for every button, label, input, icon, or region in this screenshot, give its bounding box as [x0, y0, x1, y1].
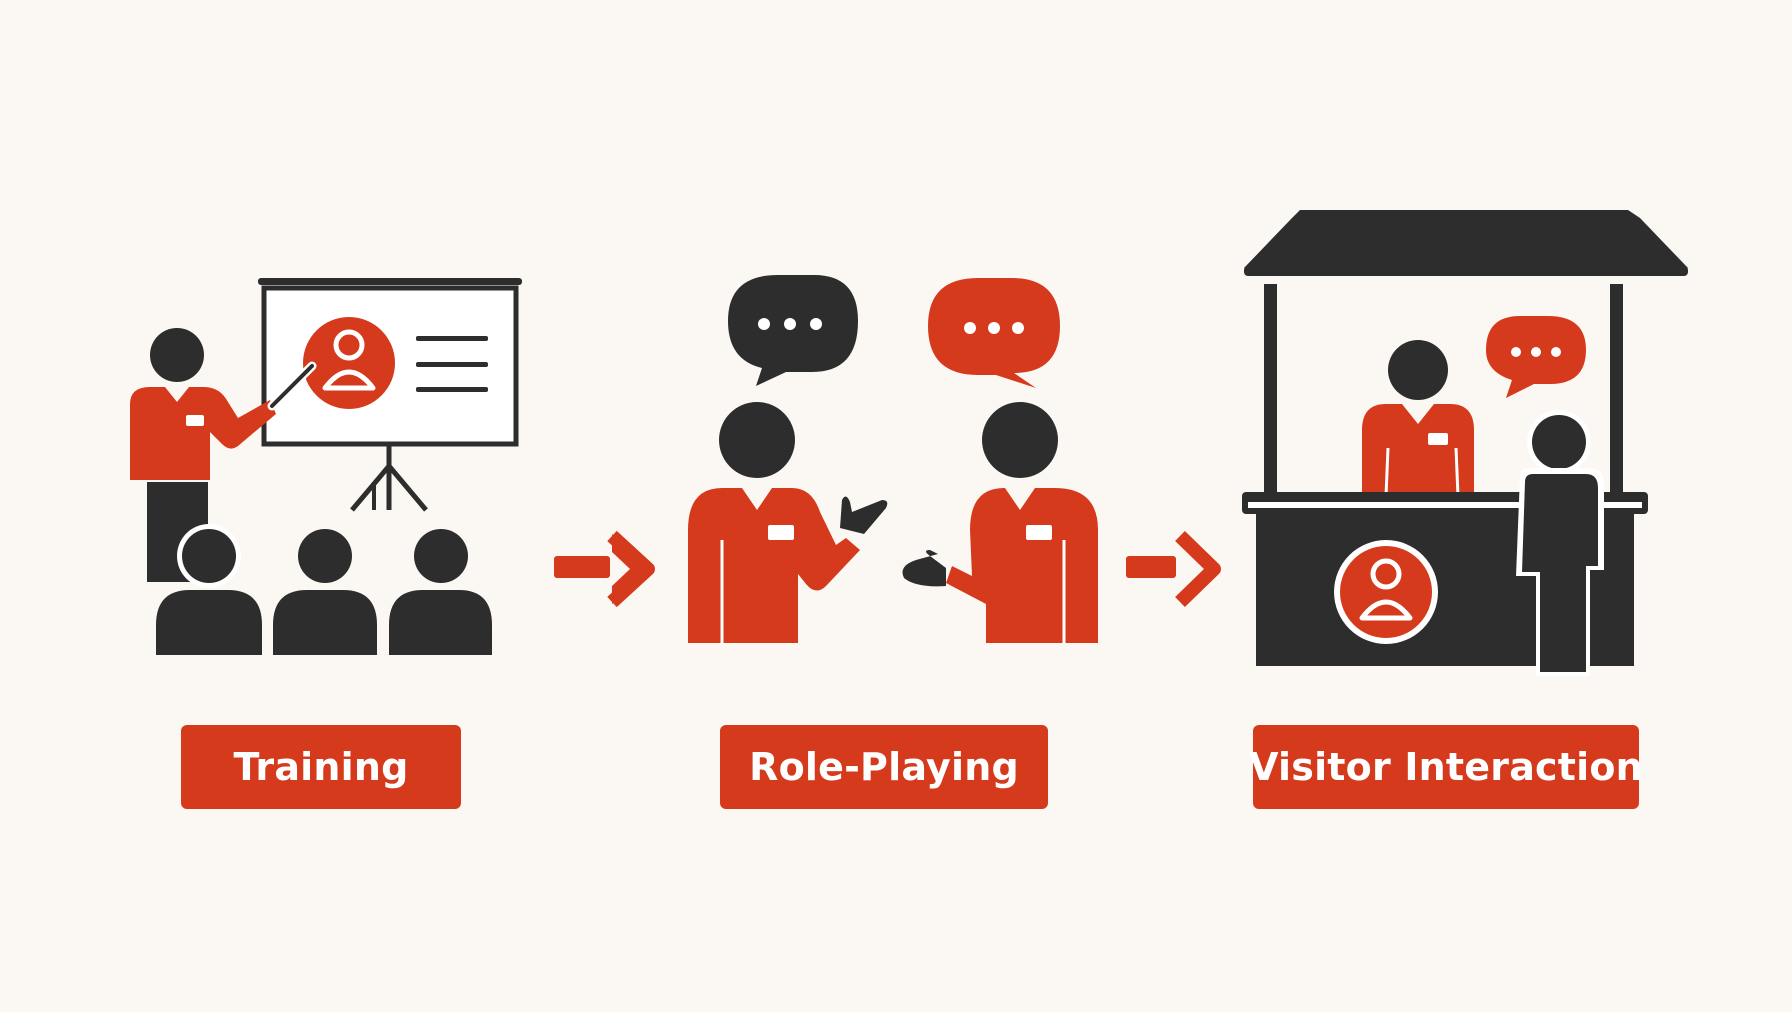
step-label-text: Visitor Interaction	[1249, 745, 1643, 789]
speech-bubble-icon	[728, 275, 858, 386]
step-label-text: Training	[233, 745, 409, 789]
speech-bubble-icon	[928, 278, 1060, 388]
visitor-figure	[1516, 410, 1604, 676]
audience-icon	[156, 524, 492, 655]
step-label-text: Role-Playing	[749, 745, 1019, 789]
trainer-presentation-icon	[130, 278, 522, 655]
person-figure	[902, 402, 1098, 643]
arrow-right-icon	[1126, 530, 1221, 608]
step-label-training: Training	[181, 725, 461, 809]
speech-bubble-icon	[1486, 316, 1586, 398]
role-play-conversation-icon	[688, 275, 1098, 643]
arrow-right-icon	[554, 530, 655, 608]
person-figure	[688, 402, 888, 643]
step-label-visitor-interaction: Visitor Interaction	[1249, 725, 1643, 809]
step-label-role-playing: Role-Playing	[720, 725, 1048, 809]
staff-figure	[1362, 340, 1474, 497]
booth-canopy-icon	[1244, 210, 1688, 276]
whiteboard-icon	[258, 278, 522, 512]
booth-visitor-icon	[1242, 210, 1688, 676]
